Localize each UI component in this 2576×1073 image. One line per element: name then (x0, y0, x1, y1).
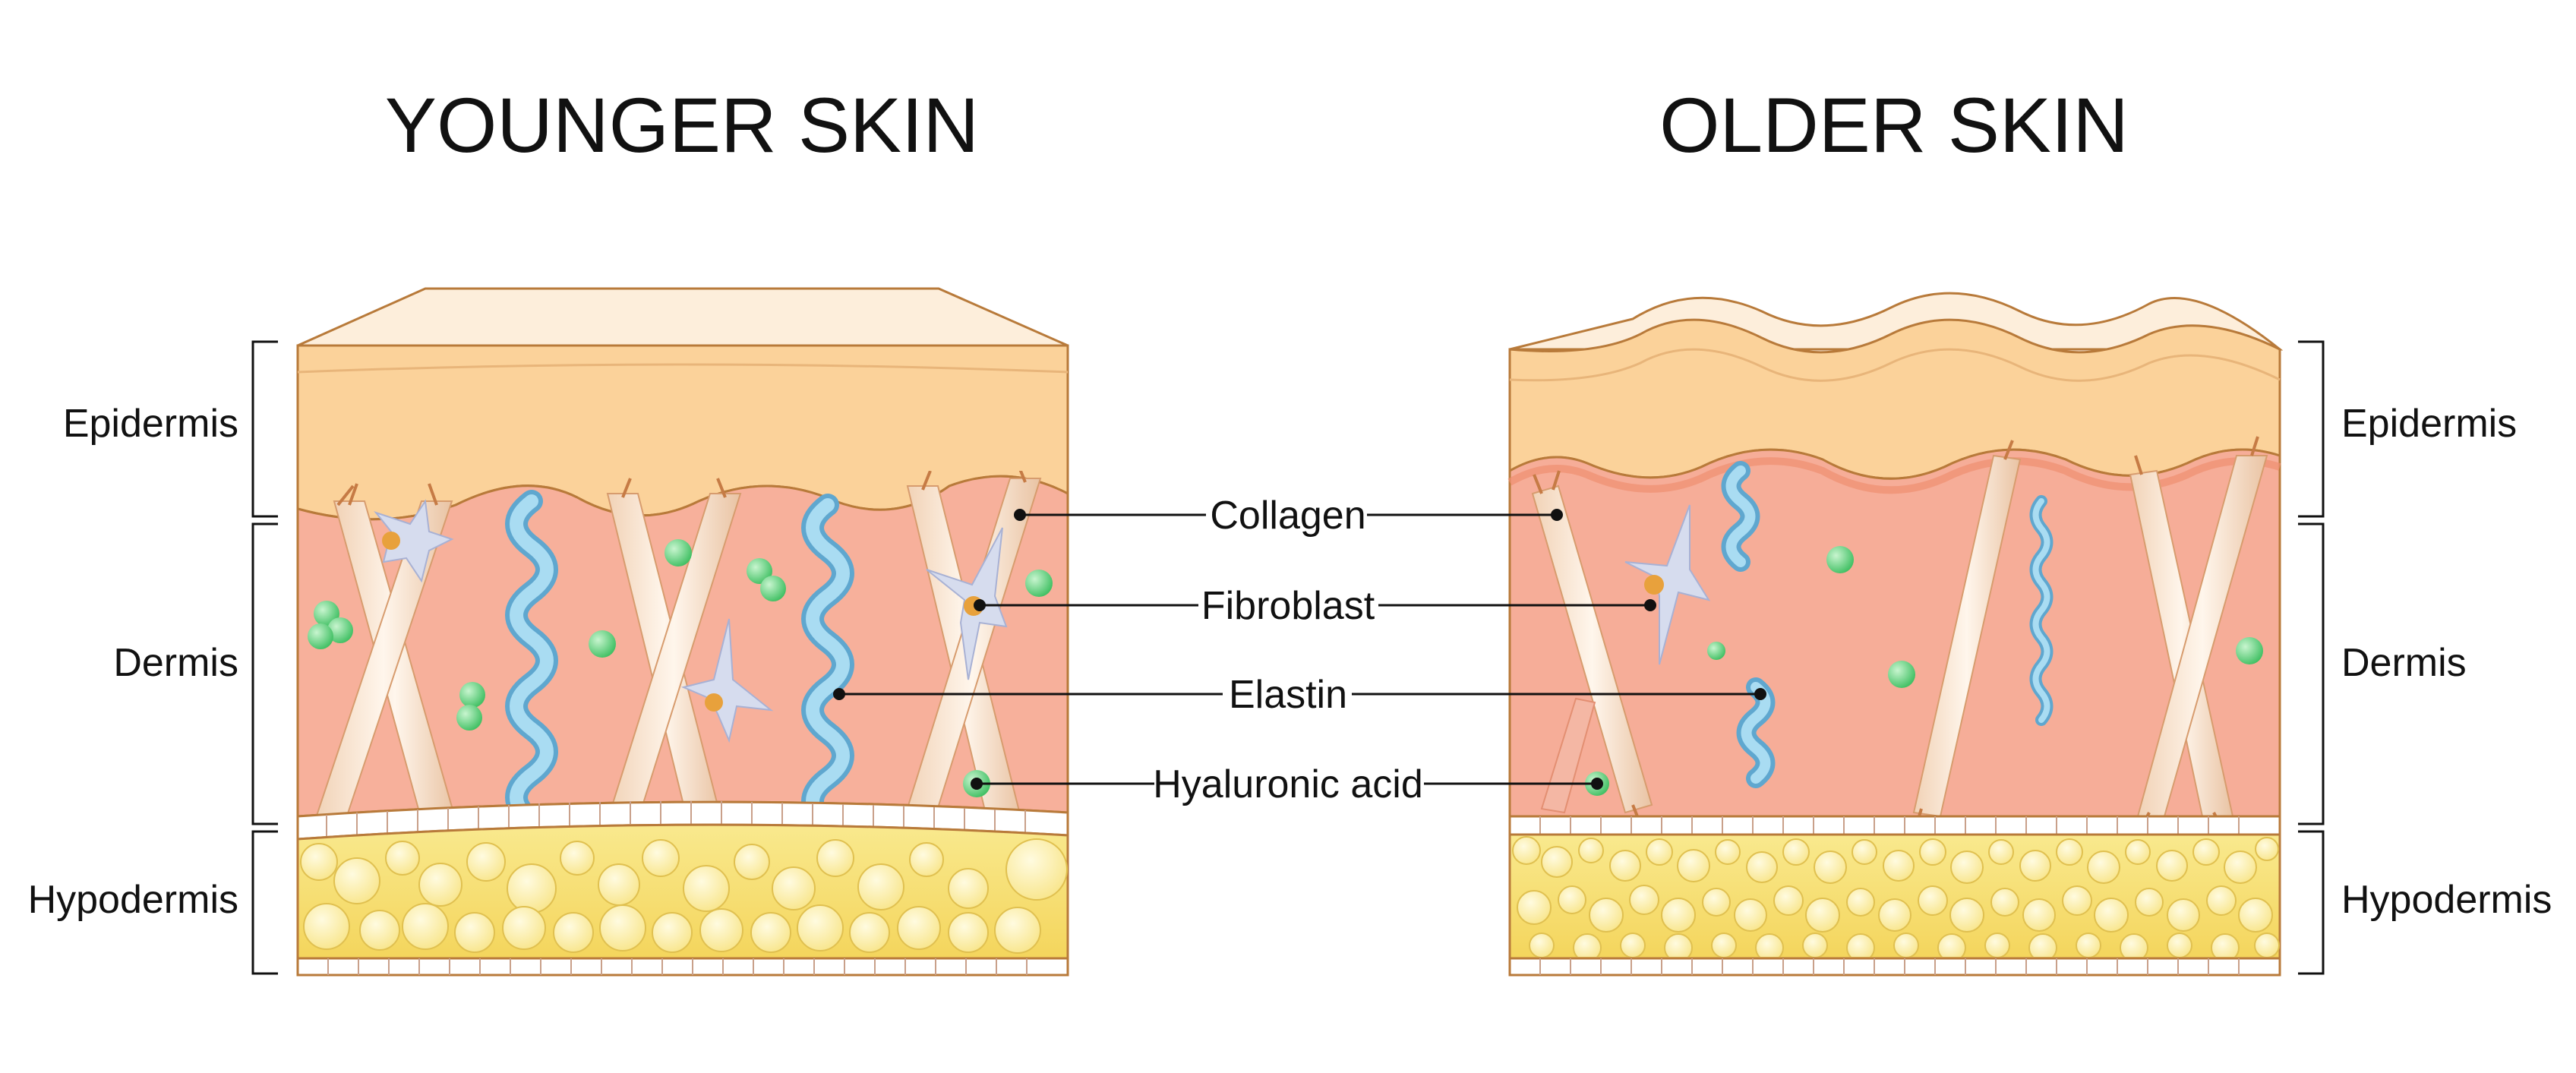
callout-collagen: Collagen (1014, 494, 1563, 538)
left-epidermis-label: Epidermis (63, 402, 238, 446)
older-epidermis (1508, 318, 2281, 480)
older-skin-title: OLDER SKIN (1659, 82, 2129, 169)
younger-epidermis-top-face (297, 287, 1069, 347)
right-layer-brackets (2298, 340, 2325, 975)
callout-fibroblast: Fibroblast (974, 584, 1656, 628)
older-dermis (1508, 448, 2281, 818)
older-skin-block (1507, 292, 2284, 977)
fibroblast-label: Fibroblast (1201, 584, 1375, 628)
hyaluronic-acid-label: Hyaluronic acid (1153, 762, 1423, 806)
older-fat-cells (1512, 836, 2280, 957)
older-collagen-fibers (1531, 436, 2268, 820)
left-hypodermis-label: Hypodermis (28, 878, 238, 922)
older-fibroblast (1624, 504, 1711, 665)
right-epidermis-label: Epidermis (2341, 402, 2517, 446)
younger-elastin-fibers (505, 490, 854, 835)
younger-bottom-strip (296, 957, 1069, 977)
elastin-label: Elastin (1229, 673, 1347, 717)
younger-skin-block (296, 287, 1069, 977)
older-hyaluronic-acid (1585, 546, 2263, 796)
younger-skin-title: YOUNGER SKIN (385, 82, 979, 169)
right-hypodermis-label: Hypodermis (2341, 878, 2552, 922)
left-layer-brackets (251, 340, 278, 975)
younger-fibroblasts (374, 499, 1008, 743)
older-bottom-strip (1508, 957, 2281, 977)
callout-hyaluronic-acid: Hyaluronic acid (971, 762, 1603, 806)
left-dermis-label: Dermis (113, 641, 238, 685)
right-dermis-label: Dermis (2341, 641, 2467, 685)
older-elastin-fibers (1721, 461, 2054, 788)
younger-hyaluronic-acid (308, 539, 1053, 797)
callout-elastin: Elastin (833, 673, 1766, 717)
younger-fat-cells (300, 838, 1068, 954)
older-basement-membrane (1508, 815, 2281, 836)
collagen-label: Collagen (1210, 494, 1365, 538)
